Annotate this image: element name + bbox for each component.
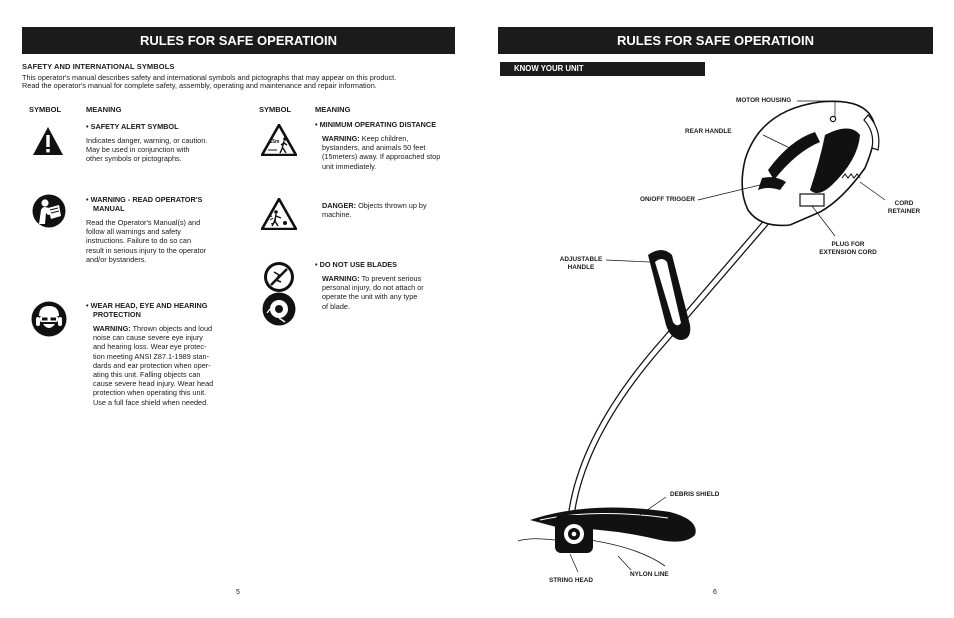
- entry-first-line: DANGER: Objects thrown up by: [322, 201, 467, 210]
- label-adjustable-handle: ADJUSTABLE HANDLE: [553, 256, 609, 272]
- warning-label: WARNING:: [93, 324, 131, 333]
- label-line: HANDLE: [567, 264, 595, 271]
- entry-first-line: WARNING: Keep children,: [322, 134, 465, 143]
- label-rear-handle: REAR HANDLE: [685, 128, 732, 135]
- entry-line: Read the Operator's Manual(s) and: [86, 218, 201, 227]
- entry-line: Use a full face shield when needed.: [93, 397, 209, 407]
- entry-line: noise can cause severe eye injury: [93, 333, 203, 343]
- page-number-left: 5: [236, 589, 240, 596]
- trigger: [758, 177, 786, 190]
- label-line: ADJUSTABLE: [559, 256, 603, 263]
- label-line: PLUG FOR: [831, 241, 865, 248]
- label-line: CORD: [894, 200, 914, 207]
- rear-handle-grip: [768, 132, 820, 180]
- entry-line: Indicates danger, warning, or caution.: [86, 136, 208, 145]
- entry-line: personal injury, do not attach or: [322, 283, 424, 293]
- column-header-symbol-2: SYMBOL: [259, 105, 292, 114]
- section-title: SAFETY AND INTERNATIONAL SYMBOLS: [22, 62, 175, 71]
- entry-line: tion meeting ANSI Z87.1-1989 stan-: [93, 351, 210, 361]
- svg-text:15m: 15m: [270, 139, 281, 145]
- entry-line: result in serious injury to the operator: [86, 245, 207, 255]
- safety-alert-icon: [33, 127, 63, 155]
- thrown-objects-icon: [261, 198, 297, 230]
- label-cord-retainer: CORD RETAINER: [878, 200, 930, 216]
- entry-text: WARNING: Thrown objects and loud noise c…: [86, 324, 261, 407]
- label-nylon-line: NYLON LINE: [630, 571, 669, 578]
- entry-title: • SAFETY ALERT SYMBOL: [86, 122, 179, 131]
- entry-line: follow all warnings and safety: [86, 227, 181, 237]
- entry-line: unit immediately.: [322, 161, 377, 171]
- entry-line: other symbols or pictographs.: [86, 154, 182, 164]
- entry-title: • DO NOT USE BLADES: [315, 260, 398, 269]
- column-header-symbol: SYMBOL: [29, 105, 62, 114]
- entry-line: May be used in conjunction with: [86, 145, 190, 155]
- entry-line: operate the unit with any type: [322, 292, 418, 302]
- column-header-meaning-2: MEANING: [315, 105, 351, 114]
- label-line: EXTENSION CORD: [819, 249, 877, 256]
- entry-line: Thrown objects and loud: [130, 324, 213, 333]
- entry-text: WARNING: To prevent serious personal inj…: [315, 274, 465, 311]
- know-your-unit-header: KNOW YOUR UNIT: [500, 62, 705, 76]
- entry-read-manual: • WARNING - READ OPERATOR'S MANUAL Read …: [86, 195, 261, 264]
- read-manual-icon: [32, 194, 66, 228]
- motor-housing: [741, 100, 876, 227]
- entry-line: Objects thrown up by: [356, 201, 427, 210]
- entry-minimum-distance: • MINIMUM OPERATING DISTANCE WARNING: Ke…: [315, 120, 465, 171]
- column-header-meaning: MEANING: [86, 105, 122, 114]
- entry-safety-alert: • SAFETY ALERT SYMBOL Indicates danger, …: [86, 122, 261, 164]
- entry-no-blades: • DO NOT USE BLADES WARNING: To prevent …: [315, 260, 465, 311]
- entry-line: ating this unit. Falling objects can: [93, 370, 201, 380]
- entry-title: • MINIMUM OPERATING DISTANCE: [315, 120, 437, 129]
- entry-title: • WARNING - READ OPERATOR'S: [86, 195, 203, 204]
- debris-shield: [530, 507, 696, 542]
- entry-thrown-objects: DANGER: Objects thrown up by machine.: [322, 201, 467, 219]
- label-debris-shield: DEBRIS SHIELD: [670, 491, 720, 498]
- entry-text: Indicates danger, warning, or caution. M…: [86, 136, 261, 164]
- entry-text: Read the Operator's Manual(s) and follow…: [86, 218, 261, 264]
- entry-protection: • WEAR HEAD, EYE AND HEARING PROTECTION …: [86, 301, 261, 407]
- entry-line: bystanders, and animals 50 feet: [322, 143, 426, 153]
- entry-title-2: PROTECTION: [93, 310, 141, 319]
- entry-line: and hearing loss. Wear eye protec-: [93, 342, 207, 352]
- intro-line-1: This operator's manual describes safety …: [22, 73, 397, 82]
- page-number-right: 6: [713, 589, 717, 596]
- blade-warning-icon: [262, 292, 296, 326]
- string-trimmer-illustration: [517, 100, 886, 573]
- entry-line: instructions. Failure to do so can: [86, 236, 192, 246]
- entry-first-line: WARNING: To prevent serious: [322, 274, 465, 283]
- entry-title-2: MANUAL: [93, 204, 125, 213]
- label-motor-housing: MOTOR HOUSING: [736, 97, 792, 104]
- entry-line: of blade.: [322, 301, 350, 311]
- entry-line: dards and ear protection when oper-: [93, 360, 211, 370]
- label-plug-extension-cord: PLUG FOR EXTENSION CORD: [812, 241, 884, 257]
- warning-label: WARNING:: [322, 274, 360, 283]
- label-line: RETAINER: [887, 208, 921, 215]
- right-page-banner: RULES FOR SAFE OPERATIOIN: [498, 27, 933, 54]
- entry-title: • WEAR HEAD, EYE AND HEARING: [86, 301, 208, 310]
- intro-line-2: Read the operator's manual for complete …: [22, 81, 377, 90]
- extension-plug: [799, 193, 825, 207]
- nylon-line: [517, 538, 556, 542]
- entry-line: protection when operating this unit.: [93, 388, 207, 398]
- head-eye-hearing-protection-icon: [31, 301, 67, 337]
- label-on-off-trigger: ON/OFF TRIGGER: [640, 196, 696, 203]
- entry-line: cause severe head injury. Wear head: [93, 379, 214, 389]
- entry-first-line: WARNING: Thrown objects and loud: [86, 324, 261, 333]
- cord-retainer: [841, 173, 861, 179]
- minimum-distance-icon: 15m: [261, 124, 297, 156]
- left-page-banner: RULES FOR SAFE OPERATIOIN: [22, 27, 455, 54]
- no-blade-icon: [264, 262, 294, 292]
- entry-line: (15meters) away. If approached stop: [322, 152, 441, 162]
- entry-text: WARNING: Keep children, bystanders, and …: [315, 134, 465, 171]
- danger-label: DANGER:: [322, 201, 357, 210]
- entry-line: To prevent serious: [359, 274, 422, 283]
- label-string-head: STRING HEAD: [549, 577, 594, 584]
- entry-line: machine.: [322, 210, 352, 220]
- warning-label: WARNING:: [322, 134, 360, 143]
- entry-line: Keep children,: [359, 134, 409, 143]
- entry-line: and/or bystanders.: [86, 254, 147, 264]
